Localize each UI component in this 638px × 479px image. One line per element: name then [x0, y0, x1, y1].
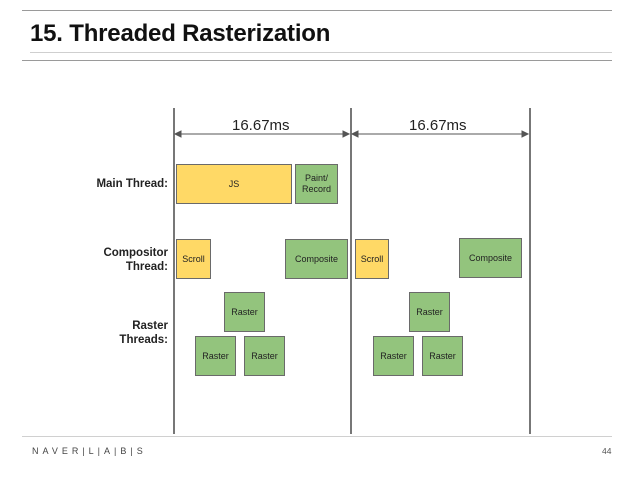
title-bottom-rule [22, 60, 612, 61]
naver-labs-logo: NAVER|L|A|B|S [32, 446, 147, 456]
composite-task-box: Composite [459, 238, 522, 278]
raster-task-box: Raster [195, 336, 236, 376]
scroll-task-box: Scroll [355, 239, 389, 279]
frame-boundary-line [350, 108, 352, 434]
js-task-box: JS [176, 164, 292, 204]
frame-boundary-line [173, 108, 175, 434]
frame2-duration-label: 16.67ms [409, 117, 467, 134]
raster-task-box: Raster [409, 292, 450, 332]
page-number: 44 [602, 446, 612, 456]
raster-task-box: Raster [373, 336, 414, 376]
frame1-duration-label: 16.67ms [232, 117, 290, 134]
compositor-thread-label: Compositor Thread: [103, 247, 168, 273]
frame-boundary-line [529, 108, 531, 434]
title-top-rule [22, 10, 612, 11]
raster-task-box: Raster [244, 336, 285, 376]
composite-task-box: Composite [285, 239, 348, 279]
raster-task-box: Raster [224, 292, 265, 332]
paint-record-task-box: Paint/ Record [295, 164, 338, 204]
title-underline [30, 52, 612, 53]
raster-task-box: Raster [422, 336, 463, 376]
raster-threads-label: Raster Threads: [119, 320, 168, 346]
main-thread-label: Main Thread: [96, 178, 168, 190]
footer-rule [22, 436, 612, 437]
page-title: 15. Threaded Rasterization [30, 20, 331, 47]
scroll-task-box: Scroll [176, 239, 211, 279]
